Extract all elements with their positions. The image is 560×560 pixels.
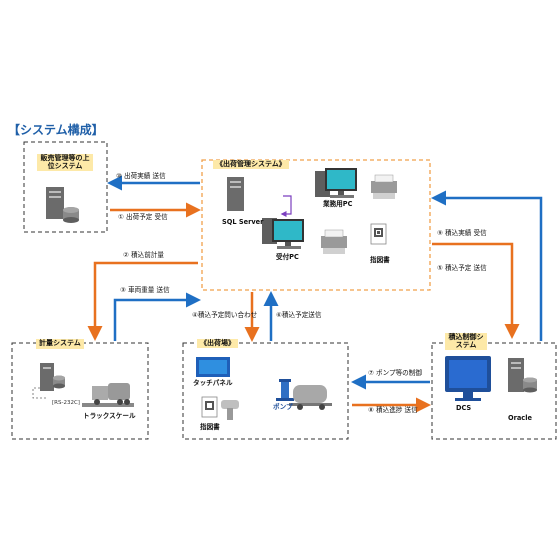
sql-server-icon <box>227 177 244 211</box>
internal-link <box>280 195 292 217</box>
instruction-doc-label: 指図書 <box>370 256 390 264</box>
flow-label-f5: ⑤ 積込予定 送信 <box>437 264 487 272</box>
flow-label-f1: ① 出荷予定 受信 <box>118 213 168 221</box>
business-pc-label: 業務用PC <box>323 200 353 208</box>
arrow-f9 <box>431 190 543 341</box>
printer-icon <box>371 174 397 199</box>
reception-pc-icon <box>262 218 304 249</box>
pump-label: ポンプ <box>273 403 293 411</box>
dcs-label: DCS <box>456 404 472 412</box>
weighing-system-label: 計量システム <box>36 339 84 349</box>
flow-label-f2: ② 積込前計量 <box>123 251 164 259</box>
loading-system-label: 積込制御システム <box>445 333 487 351</box>
oracle-server-icon <box>508 358 537 393</box>
truck-scale-label: トラックスケール <box>83 412 136 420</box>
flow-arrows <box>87 175 543 413</box>
pump-icon <box>276 379 294 401</box>
yard-box <box>182 342 349 440</box>
instruction-doc-icon <box>370 223 387 245</box>
yard-label: 《出荷場》 <box>197 339 238 348</box>
sql-server-label: SQL Server <box>222 218 264 226</box>
weighing-system-box <box>11 342 149 440</box>
business-pc-icon <box>315 168 357 198</box>
printer-icon <box>321 229 347 254</box>
serial-line <box>32 387 48 399</box>
reception-pc-label: 受付PC <box>276 253 299 261</box>
flow-label-f4: ⑥積込予定送信 <box>276 311 322 319</box>
rs232c-label: [RS-232C] <box>52 400 80 406</box>
flow-label-f6: ④積込予定問い合わせ <box>192 311 258 319</box>
oracle-label: Oracle <box>508 414 532 422</box>
flow-label-f8: ⑧ 積込進捗 送信 <box>368 406 418 414</box>
yard-doc-label: 指図書 <box>200 423 220 431</box>
yard-doc-icon <box>201 396 218 418</box>
shipping-system-box <box>201 159 431 291</box>
touch-panel-icon <box>196 357 230 377</box>
diagram-title: 【システム構成】 <box>8 123 104 137</box>
dcs-monitor-icon <box>445 356 491 401</box>
sales-system-label: 販売管理等の上位システム <box>37 154 93 172</box>
flow-label-f10: ⑩ 出荷実績 送信 <box>116 172 166 180</box>
tanker-truck-icon <box>289 385 332 410</box>
arrow-f5 <box>432 242 520 339</box>
arrow-f3 <box>113 292 201 341</box>
sales-server-icon <box>46 187 79 223</box>
truck-scale-icon <box>82 383 134 407</box>
shipping-system-label: 《出荷管理システム》 <box>213 160 289 169</box>
scanner-icon <box>221 400 239 420</box>
arrow-f2 <box>87 261 198 341</box>
touch-panel-label: タッチパネル <box>193 379 233 387</box>
flow-label-f9: ⑨ 積込実績 受信 <box>437 229 487 237</box>
flow-label-f3: ③ 車両重量 送信 <box>120 286 170 294</box>
weighing-server-icon <box>40 363 65 391</box>
flow-label-f7: ⑦ ポンプ等の制御 <box>368 369 422 377</box>
loading-system-box <box>431 342 557 440</box>
